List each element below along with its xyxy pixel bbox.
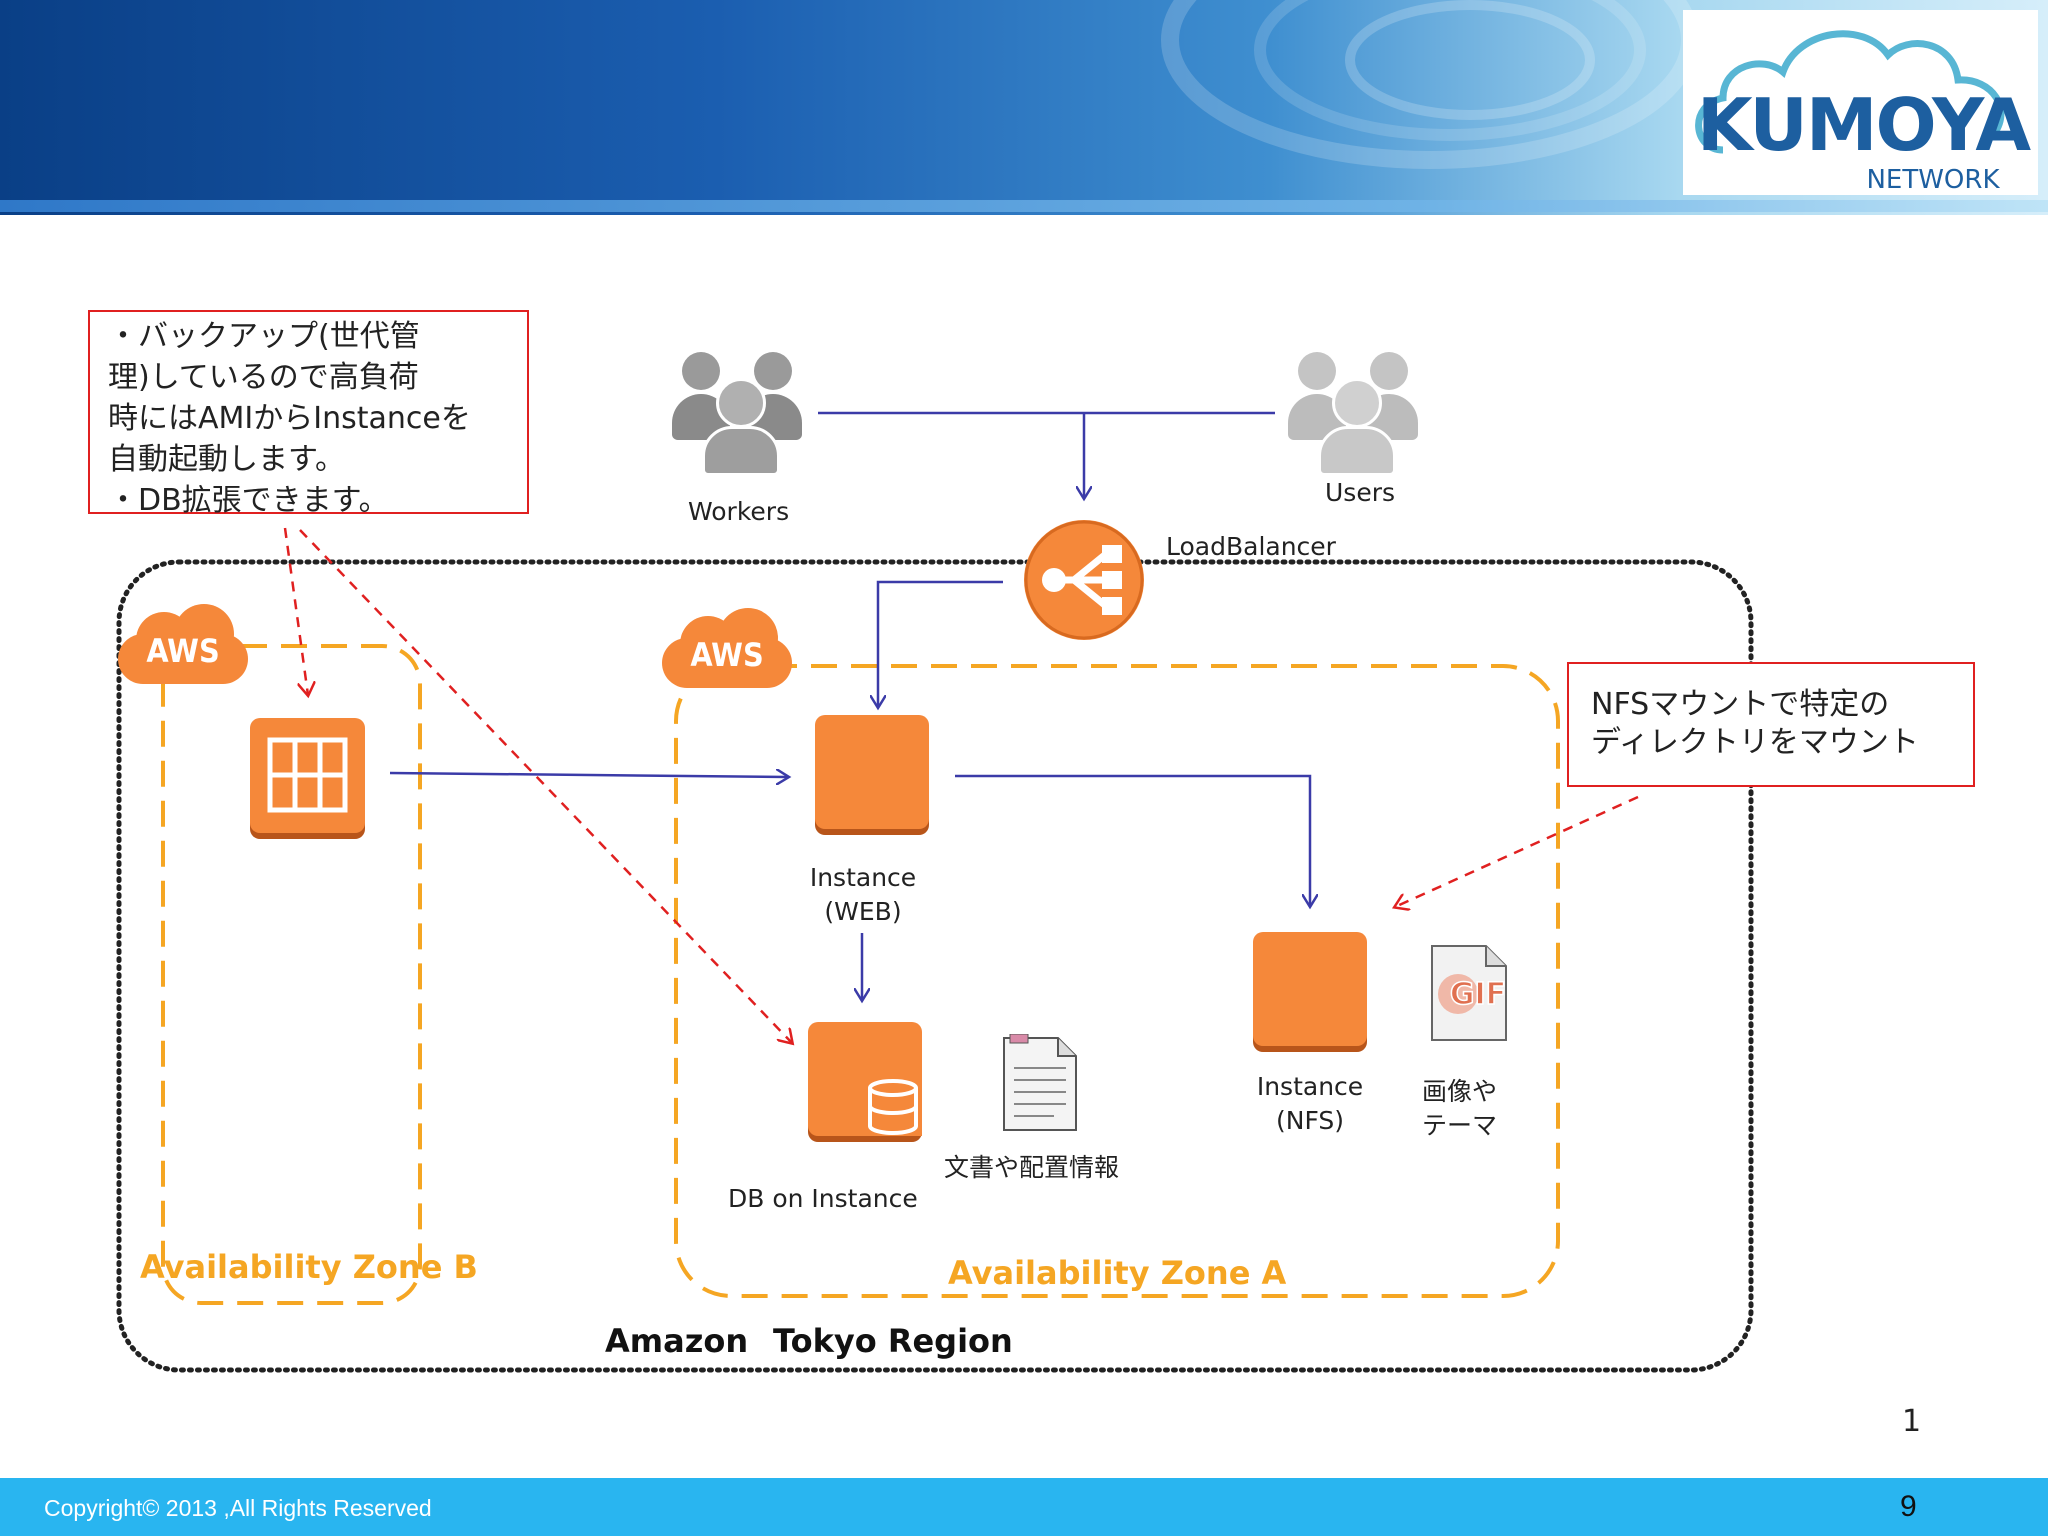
backup-note: ・バックアップ(世代管 理)しているので高負荷 時にはAMIからInstance… [88,310,529,518]
aws-cloud-badge-zone-b: AWS [118,604,248,684]
workers-label: Workers [688,497,790,526]
instance-nfs-icon [1253,932,1367,1046]
instance-nfs-label-line1: Instance [1256,1072,1364,1101]
nfs-note-line: NFSマウントで特定の [1591,687,1890,722]
kumoya-logo: KUMOYA NETWORK [1683,10,2038,195]
document-icon [1003,1034,1077,1131]
header-stripe [0,200,2048,212]
callout-arrow-to-zoneb [283,527,308,695]
backup-note-line: 自動起動します。 [108,442,345,477]
copyright-text: Copyright© 2013 ,All Rights Reserved [44,1495,432,1521]
documents-label: 文書や配置情報 [944,1153,1120,1182]
aws-badge-text: AWS [690,636,764,674]
images-label-line1: 画像や [1422,1077,1498,1106]
load-balancer-icon [1024,520,1144,640]
backup-note-line: 時にはAMIからInstanceを [108,401,471,436]
nfs-note-line: ディレクトリをマウント [1591,725,1919,760]
backup-note-line: ・DB拡張できます。 [108,483,389,518]
db-instance-label: DB on Instance [728,1184,918,1213]
logo-wordmark: KUMOYA [1697,83,2032,167]
instance-web-label-line2: (WEB) [824,897,902,926]
ami-backup-icon [250,718,365,833]
zone-a-label: Availability Zone A [948,1254,1287,1292]
region-boundary [116,559,1754,1373]
db-instance-icon [808,1022,922,1136]
users-icon [1288,348,1418,476]
users-label: Users [1325,478,1396,507]
flow-lb-to-web-arrow [878,580,1003,707]
zone-a-boundary [674,664,1560,1298]
nfs-note: NFSマウントで特定の ディレクトリをマウント [1567,662,1975,787]
region-label-amazon: Amazon [605,1322,749,1360]
instance-nfs-label-line2: (NFS) [1275,1106,1345,1135]
instance-web-label-line1: Instance [809,863,917,892]
page-marker: 1 [1902,1404,1922,1439]
zone-b-boundary [161,644,422,1305]
region-label-tokyo: Tokyo Region [773,1322,1013,1360]
flow-web-to-nfs-arrow [955,774,1310,906]
flow-zoneb-to-web-arrow [389,773,788,777]
callout-arrow-to-db [299,529,792,1043]
backup-note-line: ・バックアップ(世代管 [108,319,420,354]
backup-note-line: 理)しているので高負荷 [108,360,419,395]
load-balancer-label: LoadBalancer [1166,532,1336,561]
workers-icon [672,348,802,476]
footer-bar: Copyright© 2013 ,All Rights Reserved 9 [0,1478,2048,1536]
callout-arrow-to-nfs [1395,795,1639,907]
slide-number: 9 [1900,1490,1917,1523]
aws-cloud-badge-zone-a: AWS [662,608,792,688]
images-label-line2: テーマ [1422,1111,1498,1140]
gif-icon-text: GIF [1450,977,1506,1012]
zone-b-label: Availability Zone B [140,1248,478,1286]
instance-web-icon [815,715,929,829]
gif-image-icon: GIF [1431,945,1507,1041]
aws-badge-text: AWS [146,632,220,670]
logo-subtext: NETWORK [1866,165,2000,195]
